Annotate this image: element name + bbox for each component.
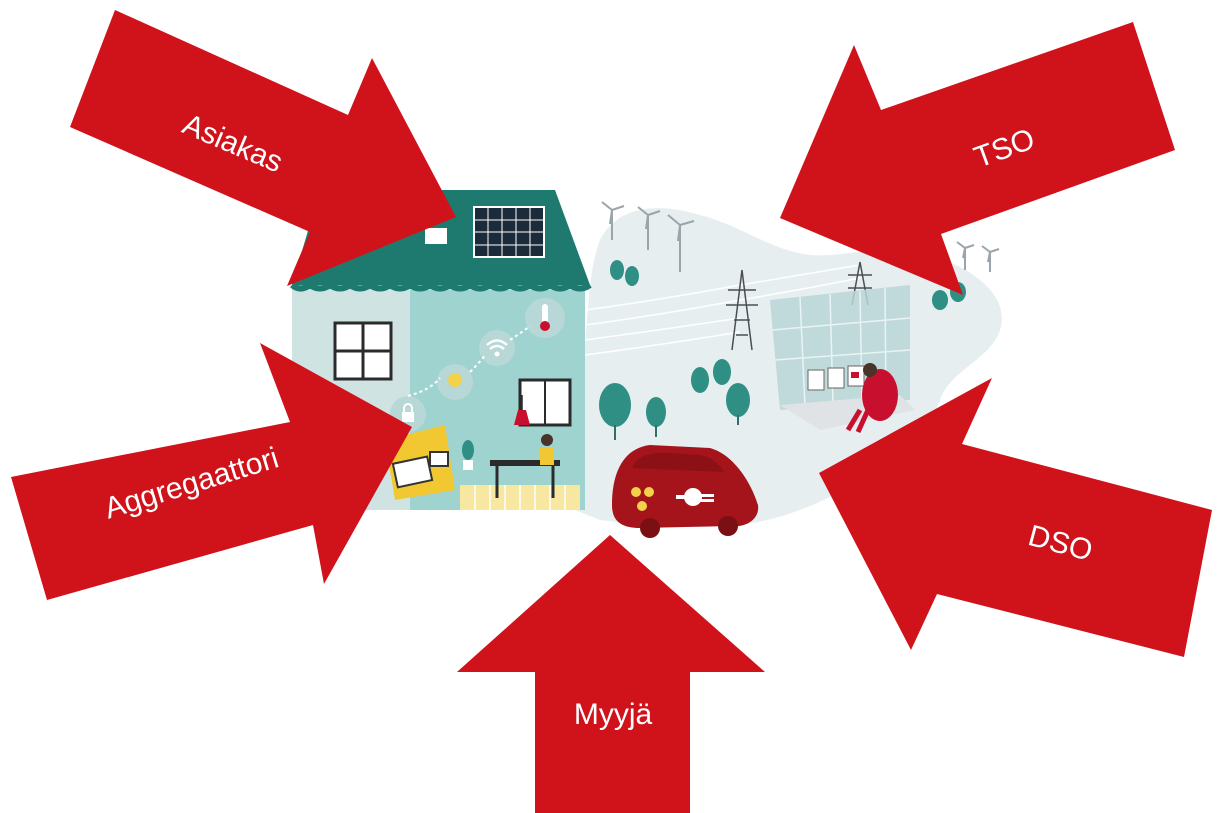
actor-arrows: Asiakas TSO Aggregaattori DSO Myyjä (11, 10, 1212, 813)
arrow-myyja: Myyjä (457, 535, 765, 813)
electric-car-icon (612, 445, 759, 538)
arrow-asiakas: Asiakas (70, 10, 456, 286)
power-pylon-icon (726, 261, 872, 351)
arrow-aggregaattori: Aggregaattori (11, 343, 412, 600)
arrow-label-myyja: Myyjä (574, 698, 653, 731)
tree-icon (599, 260, 966, 427)
solar-panel-icon (473, 206, 545, 258)
office-worker-illustration (845, 363, 898, 434)
arrow-shape (780, 22, 1175, 295)
arrow-shape (70, 10, 456, 286)
arrow-dso: DSO (819, 378, 1212, 657)
arrow-tso: TSO (780, 22, 1175, 295)
lightbulb-icon (437, 364, 473, 400)
plug-icon (676, 488, 714, 506)
arrow-shape (819, 378, 1212, 657)
wifi-icon (479, 330, 515, 366)
thermometer-icon (525, 298, 565, 338)
house-window (518, 378, 572, 427)
arrow-shape (11, 343, 412, 600)
arrow-shape (457, 535, 765, 813)
energy-system-illustration (290, 190, 1002, 538)
wind-turbine-icon (601, 201, 1000, 272)
house-window (333, 321, 393, 381)
power-lines (584, 264, 861, 356)
